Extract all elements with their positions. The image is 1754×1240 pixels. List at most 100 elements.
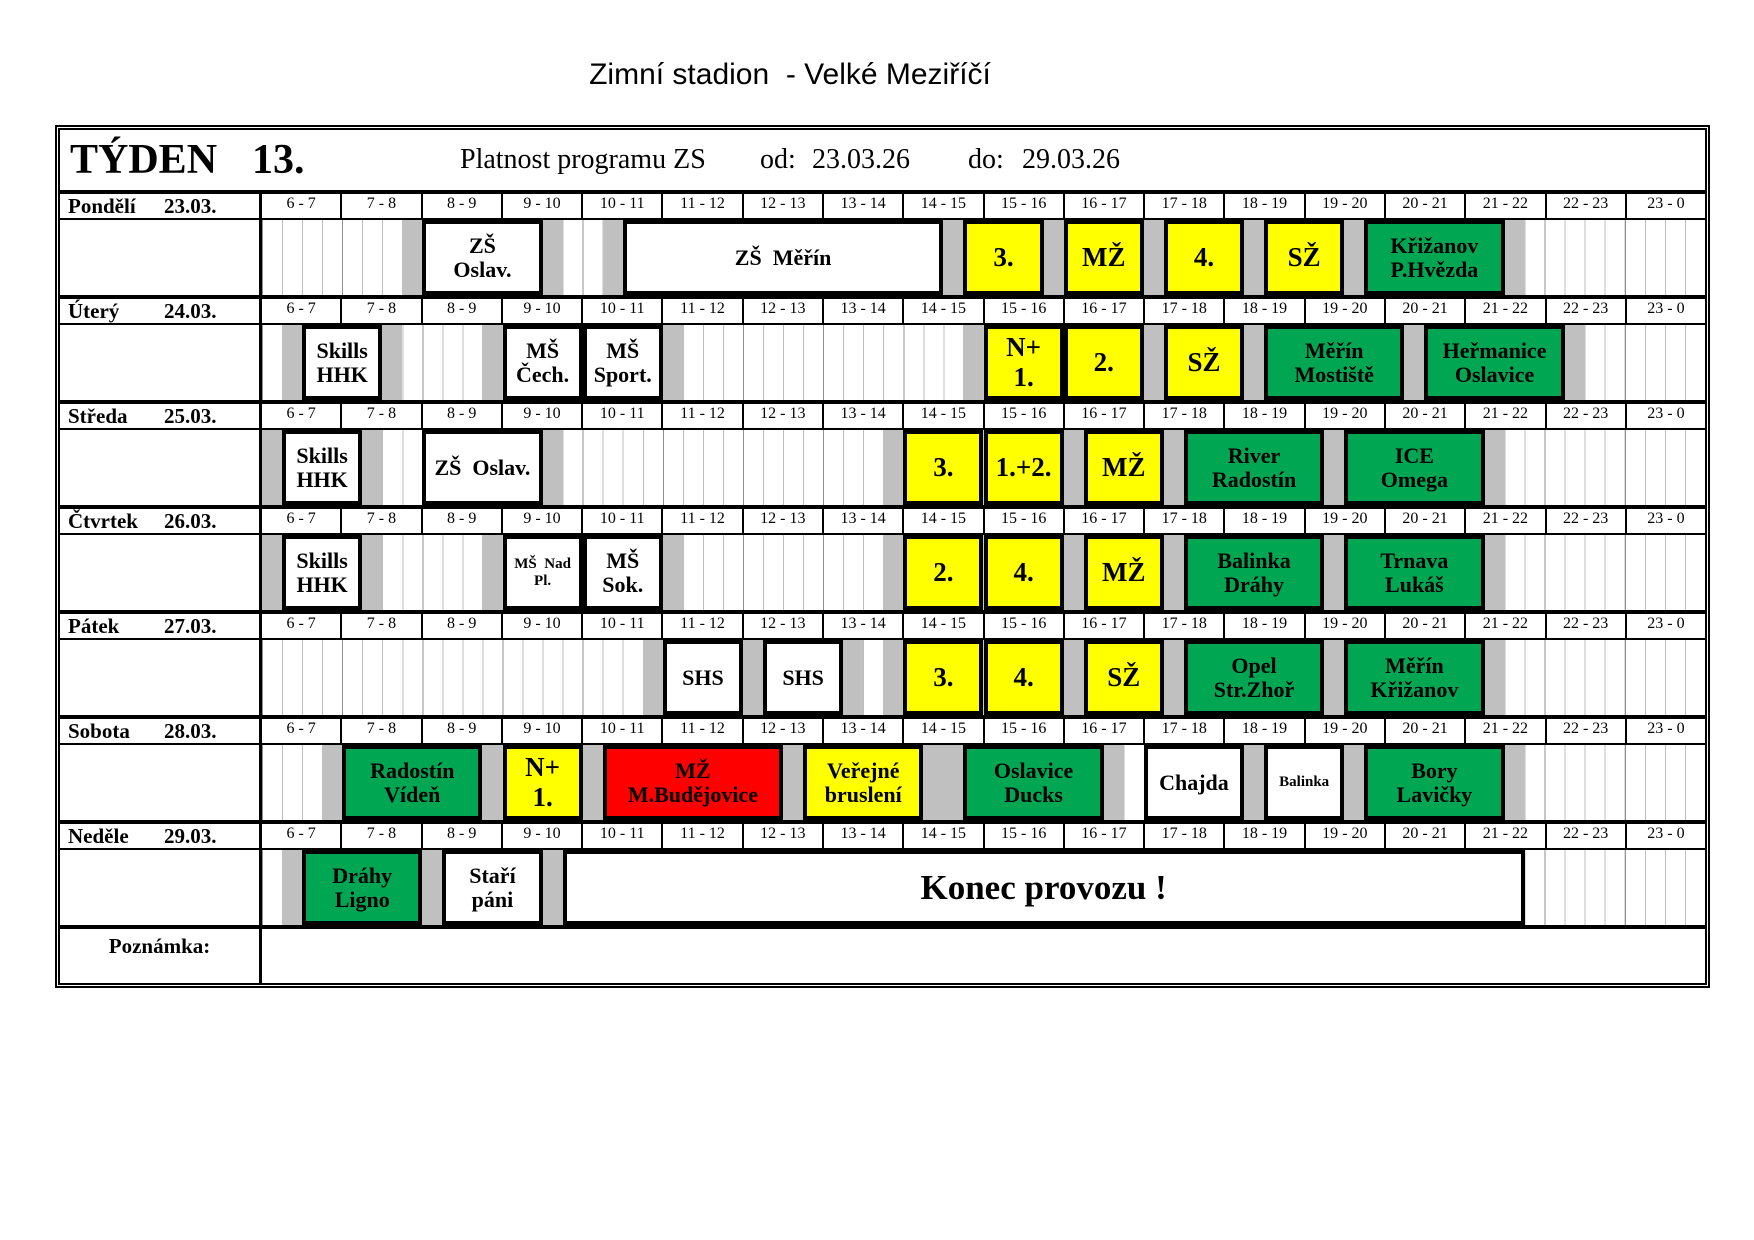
time-slot-label: 20 - 21 xyxy=(1383,194,1464,218)
event-label-line: 2. xyxy=(933,556,954,587)
ice-resurfacing-gap xyxy=(1103,745,1124,820)
event-block: 4. xyxy=(983,535,1064,610)
note-label: Poznámka: xyxy=(60,929,262,983)
ice-resurfacing-gap xyxy=(1324,430,1345,505)
time-slot-label: 21 - 22 xyxy=(1464,824,1544,848)
event-label-line: Měřín xyxy=(1304,337,1364,363)
ice-resurfacing-gap xyxy=(1484,430,1505,505)
event-label-line: SŽ xyxy=(1107,661,1141,692)
event-label-line: Dráhy xyxy=(1224,571,1284,597)
event-label-line: Měřín xyxy=(1385,652,1444,678)
time-slot-label: 7 - 8 xyxy=(340,299,420,323)
day-name: Sobota xyxy=(68,718,130,743)
ice-resurfacing-gap xyxy=(1344,220,1365,295)
time-slot-label: 18 - 19 xyxy=(1223,719,1303,743)
ice-resurfacing-gap xyxy=(1504,220,1525,295)
time-slot-label: 13 - 14 xyxy=(821,614,902,638)
time-slot-label: 10 - 11 xyxy=(581,194,661,218)
event-block: SŽ xyxy=(1163,325,1245,400)
event-label-line: River xyxy=(1227,442,1281,468)
time-slot-label: 16 - 17 xyxy=(1062,194,1143,218)
time-slot-label: 20 - 21 xyxy=(1383,614,1464,638)
event-label-line: N+ xyxy=(1006,332,1042,363)
time-slot-label: 9 - 10 xyxy=(500,299,581,323)
ice-resurfacing-gap xyxy=(262,430,283,505)
page-title: Zimní stadion - Velké Meziříčí xyxy=(589,58,991,91)
event-label-line: 3. xyxy=(933,661,954,692)
ice-resurfacing-gap xyxy=(1063,640,1084,715)
time-slot-label: 16 - 17 xyxy=(1062,614,1143,638)
time-slot-label: 12 - 13 xyxy=(741,824,822,848)
event-label-line: Bory xyxy=(1411,757,1458,783)
ice-resurfacing-gap xyxy=(1564,325,1585,400)
ice-resurfacing-gap xyxy=(382,325,403,400)
event-block: Balinka xyxy=(1264,745,1345,820)
day-name: Středa xyxy=(68,403,128,428)
event-label-line: HHK xyxy=(296,466,348,492)
event-label-line: MŽ xyxy=(1102,556,1146,587)
event-block: ZŠ Měřín xyxy=(622,220,944,295)
ice-resurfacing-gap xyxy=(1043,220,1064,295)
time-slot-label: 18 - 19 xyxy=(1223,824,1303,848)
event-label-line: Čech. xyxy=(516,361,570,387)
events-label-spacer xyxy=(60,325,262,400)
ice-resurfacing-gap xyxy=(883,430,904,505)
time-slot-label: 8 - 9 xyxy=(420,614,501,638)
ice-resurfacing-gap xyxy=(943,220,964,295)
ice-resurfacing-gap xyxy=(843,640,864,715)
ice-resurfacing-gap xyxy=(1163,640,1184,715)
ice-resurfacing-gap xyxy=(1324,640,1345,715)
ice-resurfacing-gap xyxy=(482,325,503,400)
ice-resurfacing-gap xyxy=(322,745,343,820)
time-slot-label: 7 - 8 xyxy=(340,824,420,848)
time-slot-label: 17 - 18 xyxy=(1143,404,1223,428)
time-slot-label: 9 - 10 xyxy=(500,404,581,428)
ice-resurfacing-gap xyxy=(1484,535,1505,610)
event-label-line: N+ xyxy=(525,752,561,783)
week-header: TÝDEN 13. Platnost programu ZS od: 23.03… xyxy=(60,130,1705,190)
event-block: SŽ xyxy=(1083,640,1164,715)
event-label-line: 4. xyxy=(1013,556,1034,587)
time-slot-label: 20 - 21 xyxy=(1383,509,1464,533)
time-slot-label: 11 - 12 xyxy=(661,509,741,533)
event-label-line: Ligno xyxy=(334,886,390,912)
event-label-line: 2. xyxy=(1093,346,1114,377)
time-slot-label: 21 - 22 xyxy=(1464,719,1544,743)
time-slot-label: 20 - 21 xyxy=(1383,299,1464,323)
time-slot-label: 12 - 13 xyxy=(741,614,822,638)
event-label-line: Ducks xyxy=(1004,781,1063,807)
event-label-line: 4. xyxy=(1193,241,1215,272)
event-block: 3. xyxy=(903,640,984,715)
time-slot-label: 15 - 16 xyxy=(982,194,1063,218)
time-slot-label: 6 - 7 xyxy=(286,510,316,527)
time-slot-label: 18 - 19 xyxy=(1223,404,1303,428)
event-block: 2. xyxy=(1063,325,1144,400)
time-slot-label: 13 - 14 xyxy=(821,509,902,533)
time-slot-label: 14 - 15 xyxy=(902,614,982,638)
time-slot-label: 6 - 7 xyxy=(286,300,316,317)
time-slot-label: 12 - 13 xyxy=(741,719,822,743)
time-slot-label: 18 - 19 xyxy=(1223,509,1303,533)
ice-resurfacing-gap xyxy=(642,640,663,715)
time-slot-label: 15 - 16 xyxy=(982,824,1063,848)
time-slot-label: 22 - 23 xyxy=(1544,404,1625,428)
event-label-line: MŽ xyxy=(675,757,711,783)
